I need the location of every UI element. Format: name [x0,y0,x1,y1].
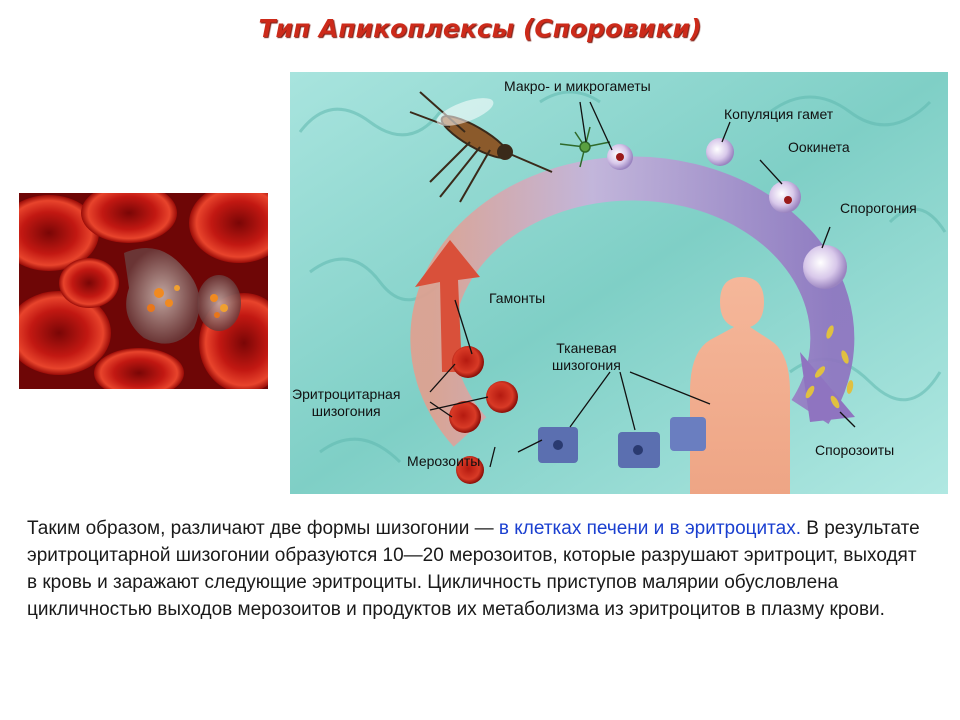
label-sporozoites: Спорозоиты [815,442,895,458]
label-sporogony: Спорогония [840,200,917,216]
label-tissue-schizogony-line1: Тканевая [556,340,617,356]
life-cycle-diagram: Макро- и микрогаметы Копуляция гамет Оок… [290,72,948,494]
label-gamonts: Гамонты [489,290,546,306]
blood-cells-illustration [19,193,268,389]
label-copulation: Копуляция гамет [724,106,834,122]
label-gametes: Макро- и микрогаметы [504,78,651,94]
slide-title: Тип Апикоплексы (Споровики) [258,14,702,43]
label-ookinete: Оокинета [788,139,850,155]
label-tissue-schizogony-line2: шизогония [552,357,621,373]
summary-paragraph: Таким образом, различают две формы шизог… [27,515,927,623]
summary-text-part2: В результате эритроцитарной шизогонии об… [27,518,920,620]
summary-text-part1: Таким образом, различают две формы шизог… [27,518,499,539]
label-erythro-schizogony-line1: Эритроцитарная [292,386,401,402]
blood-cells-photo [19,193,268,389]
label-tissue-schizogony: Тканевая шизогония [552,340,621,374]
summary-highlight: в клетках печени и в эритроцитах. [498,518,801,539]
life-cycle-graphic [290,72,948,494]
label-erythro-schizogony: Эритроцитарная шизогония [292,386,400,420]
label-erythro-schizogony-line2: шизогония [311,403,381,419]
label-merozoites: Мерозоиты [407,453,481,469]
